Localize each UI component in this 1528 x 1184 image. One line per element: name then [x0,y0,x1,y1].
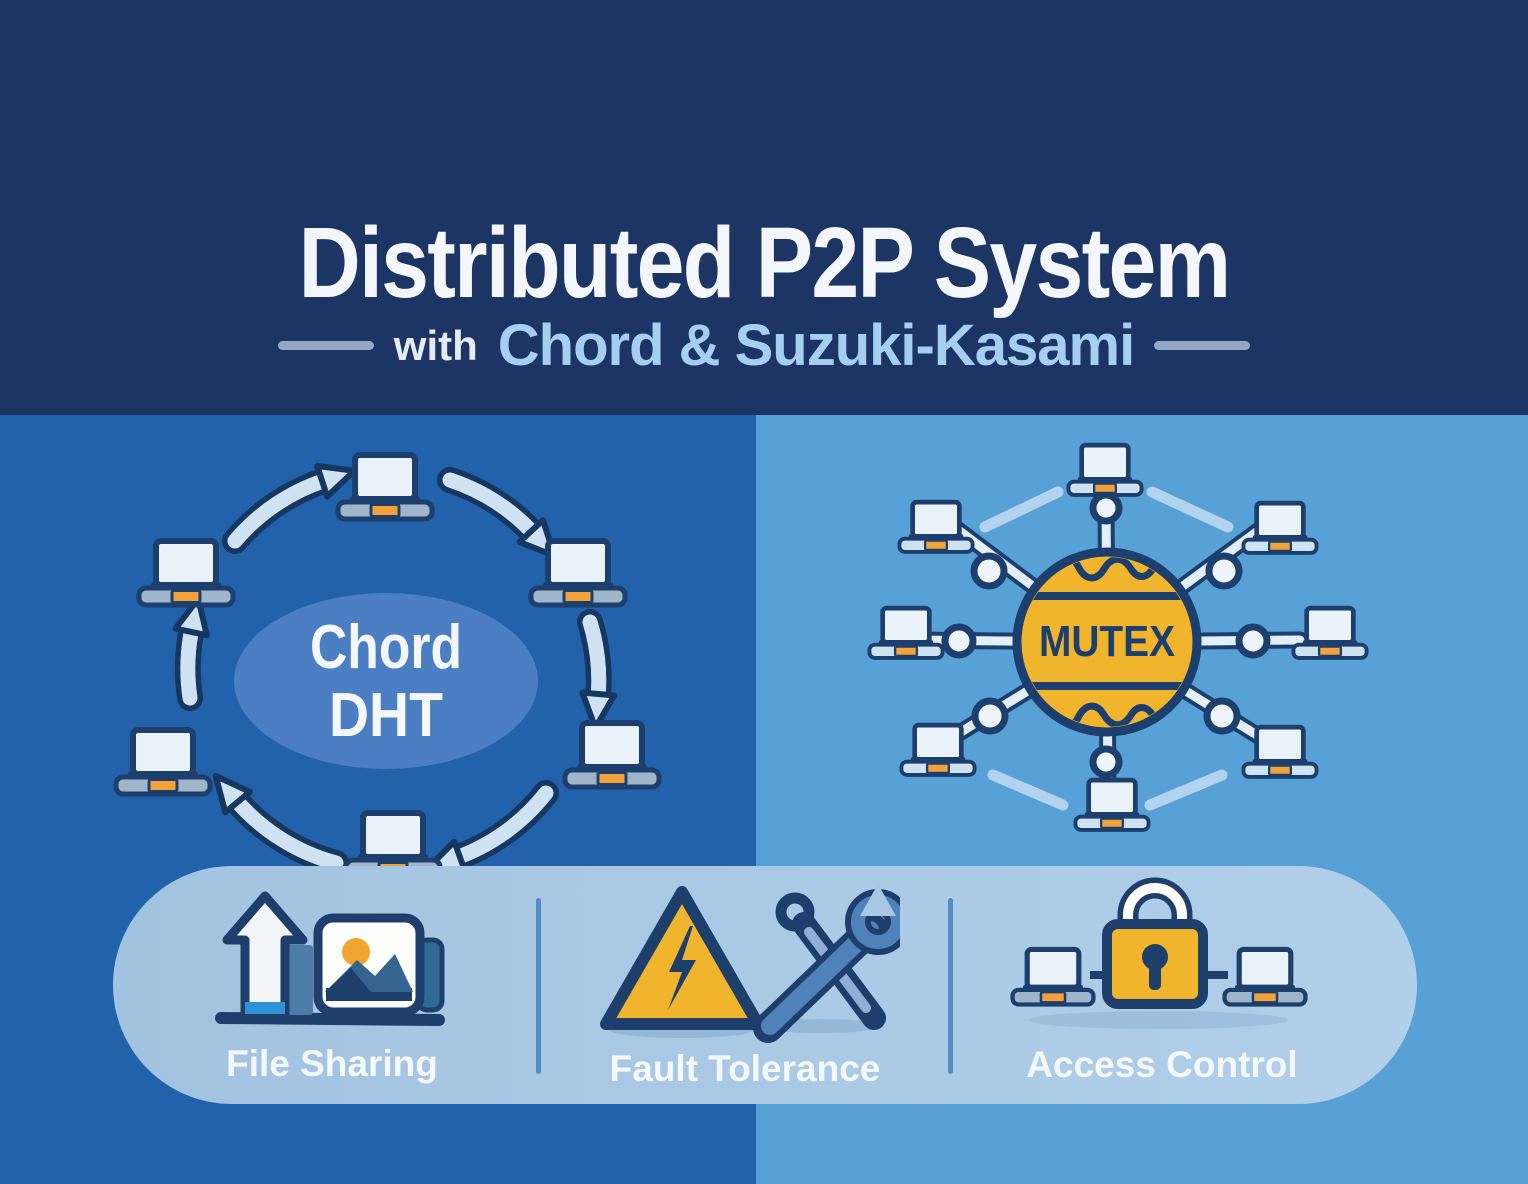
feature-label-fault-tolerance: Fault Tolerance [609,1048,881,1089]
subtitle-row: with Chord & Suzuki-Kasami [0,312,1528,379]
laptop-icon [901,725,974,775]
subtitle-highlight: Chord & Suzuki-Kasami [497,313,1135,378]
page-title: Distributed P2P System [298,207,1232,319]
lightning-bolt-icon [668,926,696,1010]
mutex-star-diagram: MUTEX [869,445,1366,830]
chord-center-ellipse [234,593,538,769]
warning-triangle-and-tools-icon [600,884,900,1043]
laptop-icon [116,730,210,794]
ring-arrows [172,463,618,876]
upload-photo-icon [215,891,445,1026]
laptop-icon [1293,608,1366,658]
crossed-tools-icon [753,884,900,1043]
padlock-icon [1102,877,1208,1009]
padlock-between-laptops-icon [990,877,1330,1029]
arrowhead-icon [172,595,210,639]
laptop-icon [531,541,625,605]
laptop-icon [1225,949,1306,1004]
subtitle-prefix: with [393,321,478,369]
feature-divider [536,898,541,1074]
arrowhead-icon [579,689,618,731]
mutex-hub-token: MUTEX [1012,547,1202,737]
laptop-icon [139,541,233,605]
feature-divider [948,898,953,1074]
laptop-icon [869,608,942,658]
header-band: Distributed P2P System with Chord & Suzu… [0,0,1528,415]
laptop-icon [338,455,432,519]
laptop-icon [1243,503,1316,553]
chord-label-line1: Chord [310,613,462,682]
laptop-icon [1243,727,1316,777]
arrowhead-icon [314,463,358,500]
arrowhead-icon [212,773,253,816]
laptop-icon [1013,949,1094,1004]
mutex-hub-label: MUTEX [1039,617,1175,666]
spoke-nodes [941,491,1271,779]
laptop-icon [1068,445,1141,495]
laptop-icon [899,502,972,552]
chord-label-line2: DHT [329,681,443,750]
subtitle-left-dash-icon [277,341,374,350]
laptop-icon [565,723,659,787]
laptop-icon [1075,780,1148,830]
feature-label-access-control: Access Control [1026,1044,1298,1085]
chord-ring-diagram: Chord DHT [116,455,659,883]
subtitle-right-dash-icon [1154,341,1251,350]
outer-mesh-lines [979,486,1234,811]
feature-label-file-sharing: File Sharing [226,1043,438,1084]
